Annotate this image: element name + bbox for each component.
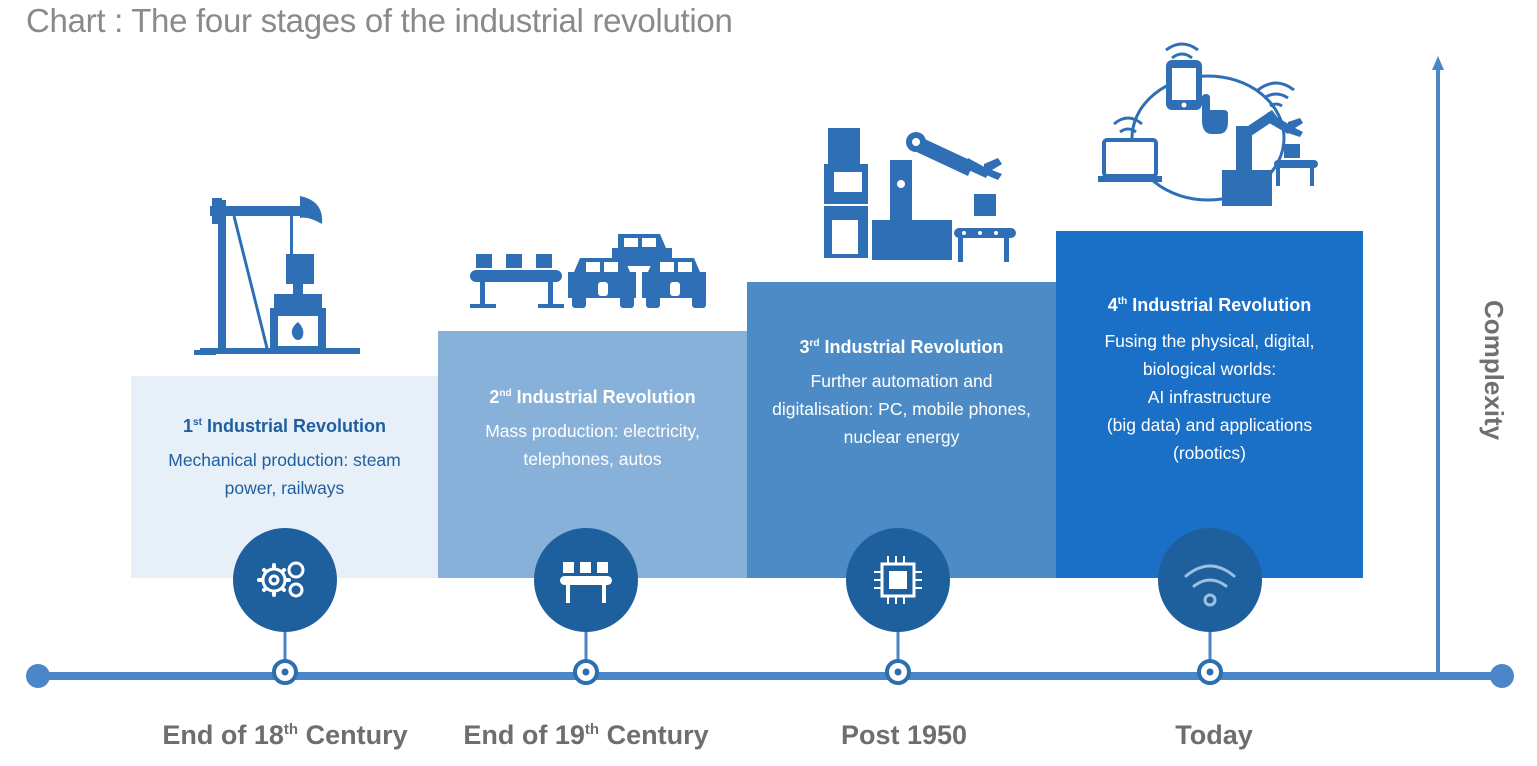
timeline-start-dot: [26, 664, 50, 688]
era-label-2: End of 19th Century: [463, 720, 709, 750]
robot-arm-computer-icon: [824, 128, 1016, 262]
era-label-4: Today: [1175, 720, 1253, 750]
stage-1-description: Mechanical production: steam power, rail…: [168, 450, 401, 498]
stage-3-title: 3rd Industrial Revolution: [799, 337, 1004, 357]
page-title: Chart : The four stages of the industria…: [26, 2, 733, 39]
timeline-marker-3: [885, 659, 911, 685]
complexity-axis-label: Complexity: [1479, 300, 1509, 441]
complexity-axis-arrowhead: [1432, 56, 1444, 70]
stage-1-panel: 1st Industrial Revolution Mechanical pro…: [131, 376, 438, 578]
stage-2-title: 2nd Industrial Revolution: [489, 387, 696, 407]
era-label-3: Post 1950: [840, 720, 968, 750]
stage-4-title: 4th Industrial Revolution: [1107, 295, 1312, 315]
stage-3-description: Further automation and digitalisation: P…: [772, 371, 1031, 447]
stage-2-description: Mass production: electricity, telephones…: [485, 421, 700, 469]
stage-1-title: 1st Industrial Revolution: [183, 416, 386, 436]
connected-devices-robot-icon: [1098, 42, 1318, 206]
conveyor-and-cars-icon: [470, 234, 706, 308]
timeline-marker-4: [1197, 659, 1223, 685]
stage-2-panel: 2nd Industrial Revolution Mass productio…: [438, 331, 747, 578]
timeline-marker-1: [272, 659, 298, 685]
stage-4-description: Fusing the physical, digital, biological…: [1104, 331, 1315, 463]
stage-4-panel: 4th Industrial Revolution Fusing the phy…: [1056, 231, 1363, 578]
stage-3-panel: 3rd Industrial Revolution Further automa…: [747, 282, 1056, 578]
timeline-markers: [272, 659, 1223, 685]
era-label-1: End of 18th Century: [162, 720, 408, 750]
timeline-end-dot: [1490, 664, 1514, 688]
timeline-marker-2: [573, 659, 599, 685]
oil-pump-furnace-icon: [194, 196, 360, 355]
